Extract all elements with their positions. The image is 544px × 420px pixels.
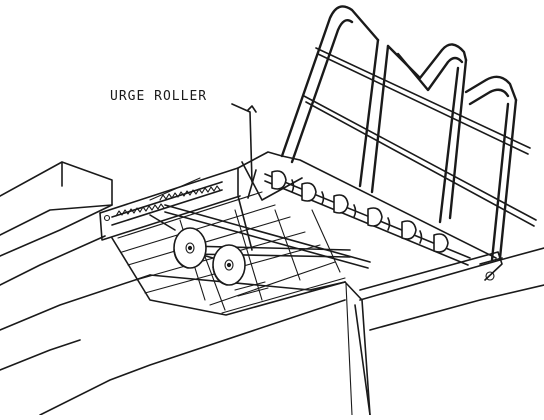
- urge-roller-set: [271, 170, 449, 253]
- gear-rack: [111, 177, 223, 226]
- feeder-frame: [99, 151, 503, 316]
- urge-roller-label: URGE ROLLER: [110, 89, 208, 104]
- printer-body: [0, 161, 544, 416]
- callout-leaders: [231, 103, 371, 416]
- wire-paper-support: [280, 5, 537, 262]
- paper-guide-ribs: [117, 191, 346, 314]
- pick-rollers: [173, 227, 246, 286]
